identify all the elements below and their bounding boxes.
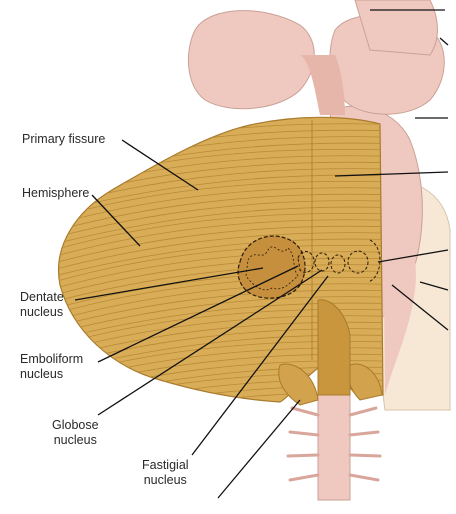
label-hemisphere: Hemisphere <box>22 186 90 200</box>
leader-right-7 <box>391 284 449 331</box>
dentate-folds <box>245 246 299 291</box>
label-globose-nucleus: Globose nucleus <box>52 418 99 447</box>
leader-fastigial <box>191 275 329 456</box>
leader-dentate <box>74 267 264 301</box>
globose-nucleus-2 <box>330 254 346 274</box>
spinal-cord <box>317 394 351 501</box>
right-nucleus-arc <box>367 239 381 283</box>
colliculus-left <box>187 10 315 110</box>
leader-right-2 <box>439 37 449 46</box>
lower-brainstem <box>380 200 416 395</box>
leader-fastigial-lower <box>217 399 301 499</box>
leader-right-5 <box>377 249 449 263</box>
label-emboliform-nucleus: Emboliform nucleus <box>20 352 84 381</box>
emboliform-nucleus <box>297 251 315 273</box>
leader-right-6 <box>419 281 449 291</box>
leader-globose <box>97 269 323 416</box>
leader-hemisphere <box>91 194 141 247</box>
pineal-stalk <box>300 55 345 115</box>
fastigial-nucleus <box>347 250 369 274</box>
leader-right-4 <box>334 171 449 177</box>
cerebellum <box>58 116 384 406</box>
globose-nucleus-1 <box>314 252 330 272</box>
leader-lines <box>74 9 449 499</box>
tonsil-left <box>278 363 319 406</box>
leader-emboliform <box>97 265 299 363</box>
label-dentate-nucleus: Dentate nucleus <box>20 290 64 319</box>
leader-primary-fissure <box>121 139 199 191</box>
spinal-nerve-roots <box>286 406 382 482</box>
label-fastigial-nucleus: Fastigial nucleus <box>142 458 189 487</box>
label-primary-fissure: Primary fissure <box>22 132 106 146</box>
upper-peduncle <box>354 0 438 56</box>
fourth-ventricle-notch <box>317 299 351 396</box>
